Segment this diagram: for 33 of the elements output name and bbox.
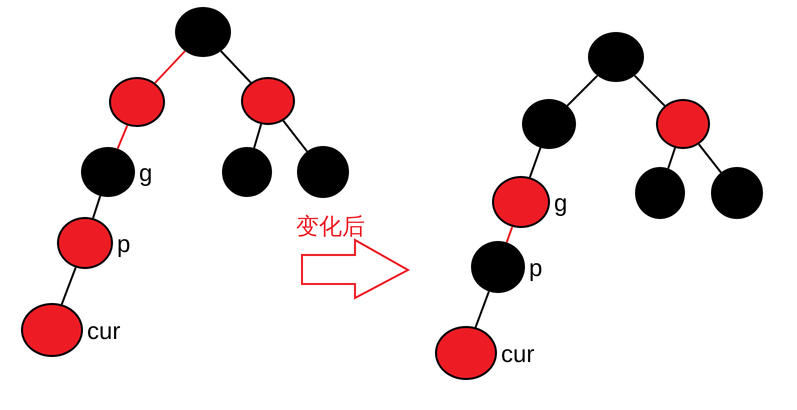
tree-node <box>241 77 295 125</box>
node-label: cur <box>87 320 120 344</box>
tree-node <box>297 146 349 198</box>
node-label: cur <box>501 343 534 367</box>
node-label: g <box>554 192 568 216</box>
edge-line <box>282 120 308 152</box>
edge-line <box>92 196 102 218</box>
edge-line <box>116 125 128 150</box>
edge-line <box>698 144 722 174</box>
tree-node <box>175 7 231 57</box>
tree-node <box>81 147 135 197</box>
tree-node <box>222 147 272 197</box>
node-label: g <box>139 162 152 186</box>
edge-line <box>506 226 514 243</box>
tree-node <box>635 167 685 219</box>
edge-line <box>154 50 186 84</box>
edge-line <box>253 124 262 148</box>
tree-node <box>522 99 576 149</box>
tree-node <box>588 32 644 82</box>
tree-node <box>471 241 525 293</box>
edge-line <box>667 148 676 169</box>
arrow-caption: 变化后 <box>296 215 365 238</box>
tree-node <box>109 77 165 127</box>
node-label: p <box>117 233 130 257</box>
tree-node <box>656 99 710 149</box>
node-label: p <box>529 257 542 281</box>
edge-line <box>60 267 77 305</box>
tree-node <box>711 167 763 219</box>
edge-line <box>528 147 542 178</box>
edge-line <box>634 74 666 106</box>
edge-line <box>474 291 490 328</box>
edge-line <box>220 50 252 84</box>
edge-line <box>566 74 598 106</box>
